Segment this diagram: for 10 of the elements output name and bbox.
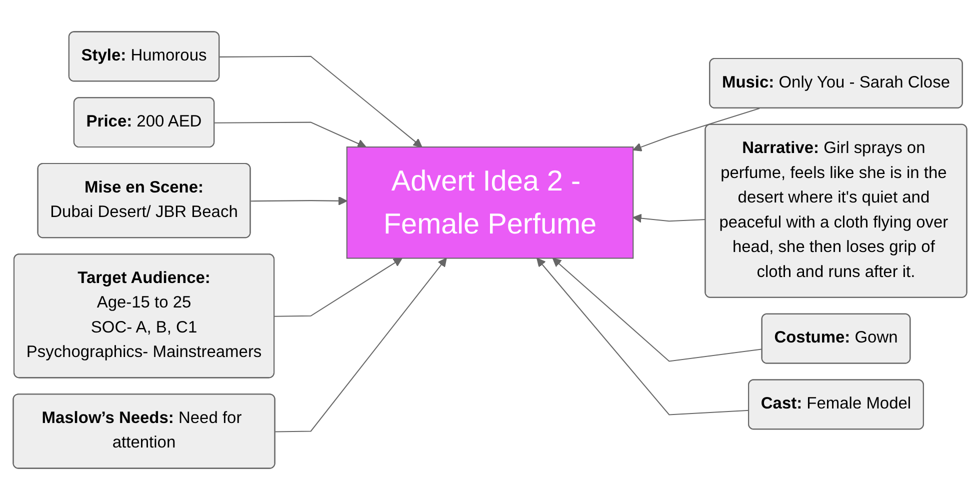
arrow bbox=[214, 122, 366, 148]
arrow bbox=[536, 258, 750, 416]
arrow bbox=[274, 258, 402, 317]
arrow bbox=[632, 214, 706, 223]
arrow bbox=[275, 258, 447, 432]
arrow bbox=[220, 56, 422, 148]
node-box: Advert Idea 2 - Female Perfume bbox=[346, 146, 634, 259]
arrow bbox=[250, 196, 348, 206]
arrow bbox=[632, 108, 760, 152]
arrow bbox=[552, 258, 762, 362]
